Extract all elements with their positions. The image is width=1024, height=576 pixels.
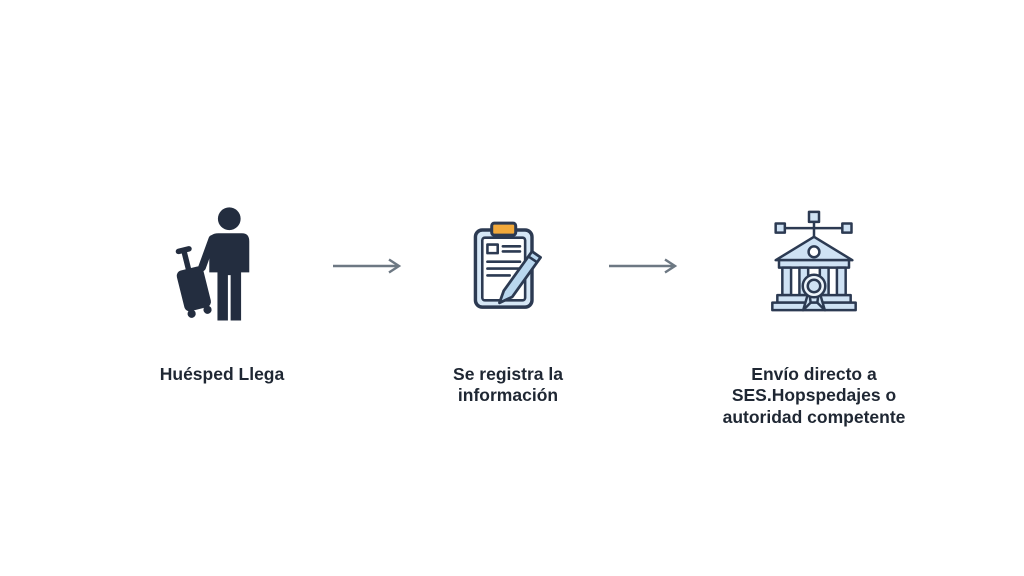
step-send-authority: Envío directo a SES.Hopspedajes o autori…	[689, 190, 939, 428]
flow-arrow-2	[603, 190, 689, 342]
flow-arrow-1	[327, 190, 413, 342]
step-label-register-info: Se registra la información	[453, 364, 563, 406]
step-register-info: Se registra la información	[413, 190, 603, 407]
clipboard-pen-icon	[460, 190, 556, 342]
traveler-with-suitcase-icon	[172, 190, 272, 342]
step-label-send-authority: Envío directo a SES.Hopspedajes o autori…	[722, 364, 906, 427]
step-label-guest-arrives: Huésped Llega	[159, 364, 285, 384]
process-flow: Huésped Llega	[117, 190, 939, 428]
right-arrow-icon	[333, 258, 402, 274]
right-arrow-icon	[609, 258, 678, 274]
step-guest-arrives: Huésped Llega	[117, 190, 327, 385]
institution-network-icon	[759, 190, 869, 342]
